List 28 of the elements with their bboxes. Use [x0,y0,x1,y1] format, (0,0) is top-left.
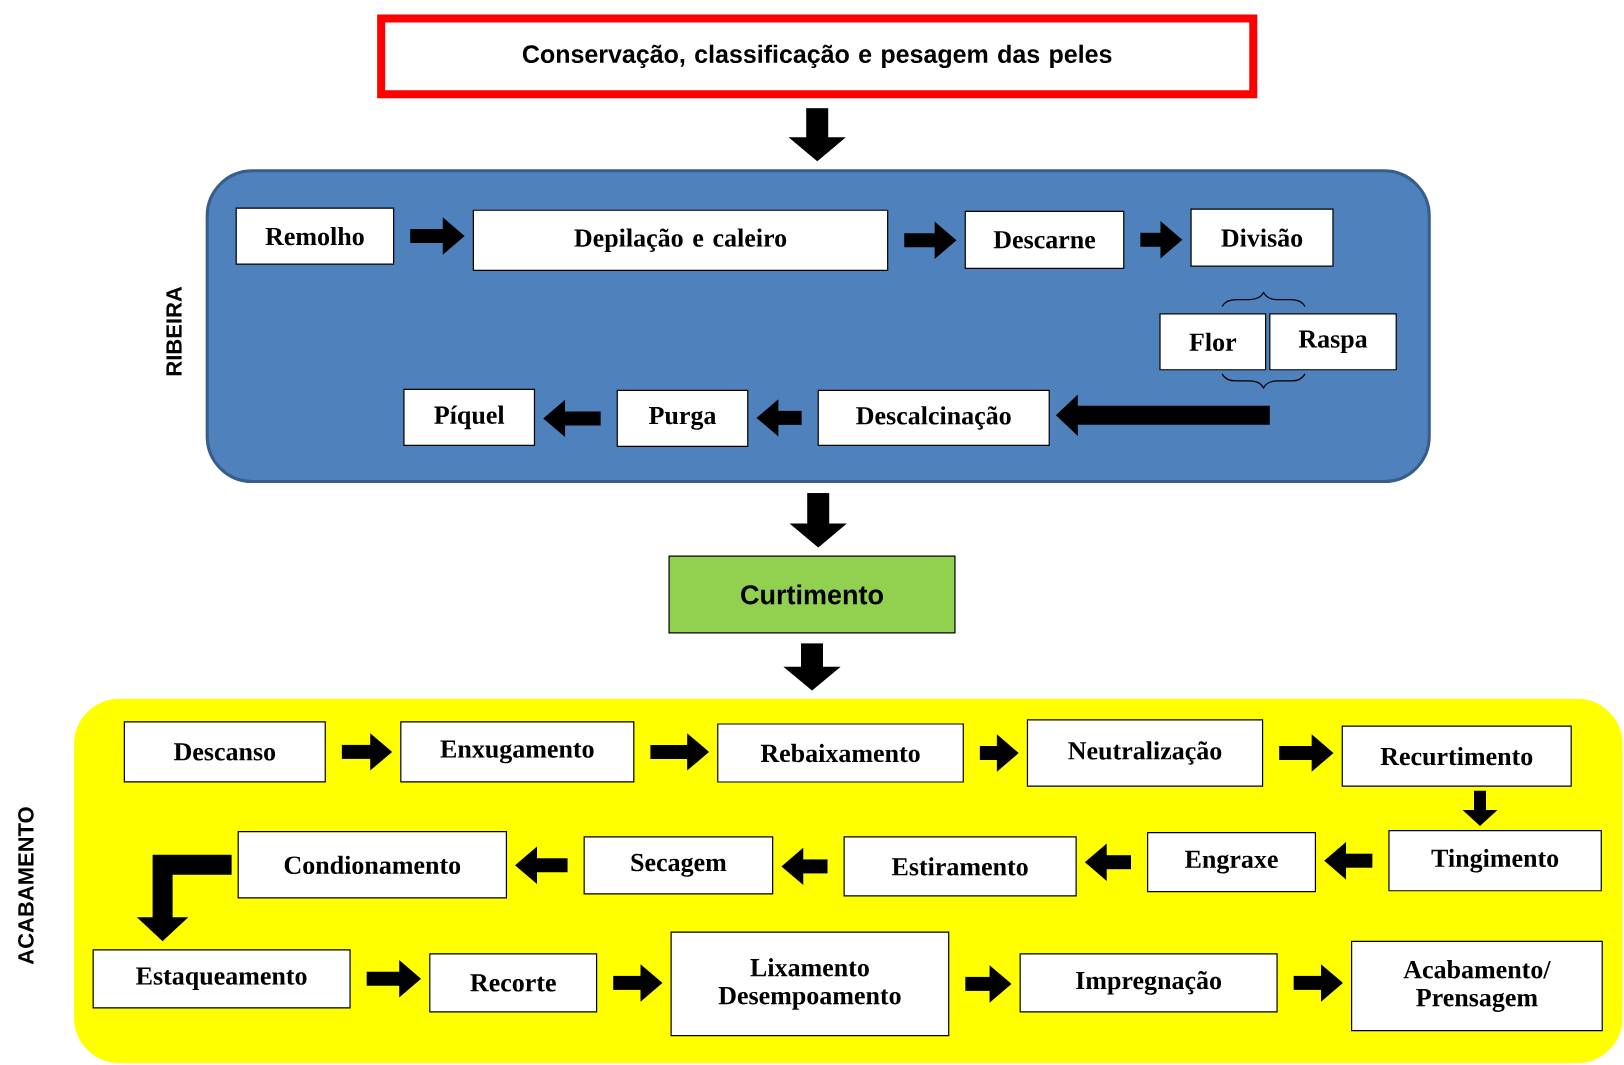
process-box: Lixamento Desempoamento [670,931,950,1037]
process-box: Secagem [583,836,774,895]
process-box: Enxugamento [400,721,635,783]
process-box: Impregnação [1019,953,1278,1013]
process-box: Recurtimento [1341,725,1572,787]
process-box: Descarne [964,210,1125,269]
node-label: RIBEIRA [166,286,182,376]
process-box: Recorte [429,953,598,1013]
process-box: Flor [1159,313,1267,371]
process-box: Descanso [123,721,326,783]
process-box: Estaqueamento [92,949,351,1009]
process-box: Raspa [1269,313,1397,371]
process-box: Neutralização [1026,719,1264,787]
node-label: ACABAMENTO [18,807,34,965]
process-box: Acabamento/ Prensagem [1351,940,1603,1032]
process-box: Purga [616,389,749,447]
process-box: Divisão [1190,208,1334,267]
process-box: Píquel [403,388,536,446]
process-box: Condionamento [237,831,507,899]
process-box: Engraxe [1147,832,1316,893]
process-box: Estiramento [843,836,1077,897]
process-box: Tingimento [1388,830,1602,892]
process-box: Remolho [235,207,395,265]
process-box: Descalcinação [817,389,1050,446]
process-box: Rebaixamento [717,723,964,783]
process-box: Depilação e caleiro [472,209,889,271]
process-box: Curtimento [668,555,956,634]
title-box: Conservação, classificação e pesagem das peles [377,14,1258,99]
